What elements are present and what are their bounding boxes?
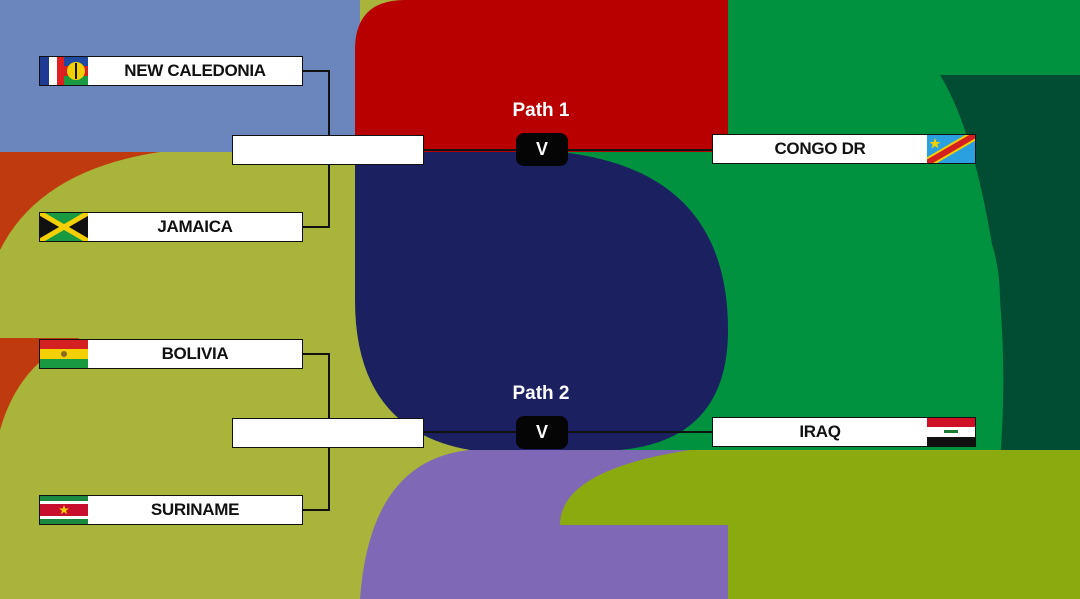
new-caledonia-flag-icon (40, 57, 88, 85)
team-suriname: SURINAME (39, 495, 303, 525)
bolivia-flag-icon (40, 340, 88, 368)
semifinal-winner-slot-1 (232, 135, 424, 165)
bracket-line (302, 353, 330, 355)
team-name: CONGO DR (774, 139, 866, 158)
bracket-line (302, 509, 330, 511)
team-bolivia: BOLIVIA (39, 339, 303, 369)
vs-badge: V (516, 133, 568, 166)
vs-badge: V (516, 416, 568, 449)
bracket-line (302, 226, 330, 228)
suriname-flag-icon (40, 496, 88, 524)
jamaica-flag-icon (40, 213, 88, 241)
team-congo-dr: CONGO DR (712, 134, 976, 164)
path-2-label: Path 2 (512, 383, 570, 404)
team-name: BOLIVIA (161, 344, 229, 363)
team-jamaica: JAMAICA (39, 212, 303, 242)
team-name: IRAQ (799, 422, 841, 441)
path-1-label: Path 1 (512, 100, 570, 121)
team-new-caledonia: NEW CALEDONIA (39, 56, 303, 86)
dr-congo-flag-icon (927, 135, 975, 163)
team-name: NEW CALEDONIA (124, 61, 266, 80)
team-name: SURINAME (150, 500, 240, 519)
iraq-flag-icon (927, 418, 975, 446)
bracket-line (424, 149, 714, 151)
bracket-line (424, 431, 714, 433)
team-name: JAMAICA (157, 217, 233, 236)
bracket-line (302, 70, 330, 72)
semifinal-winner-slot-2 (232, 418, 424, 448)
team-iraq: IRAQ (712, 417, 976, 447)
